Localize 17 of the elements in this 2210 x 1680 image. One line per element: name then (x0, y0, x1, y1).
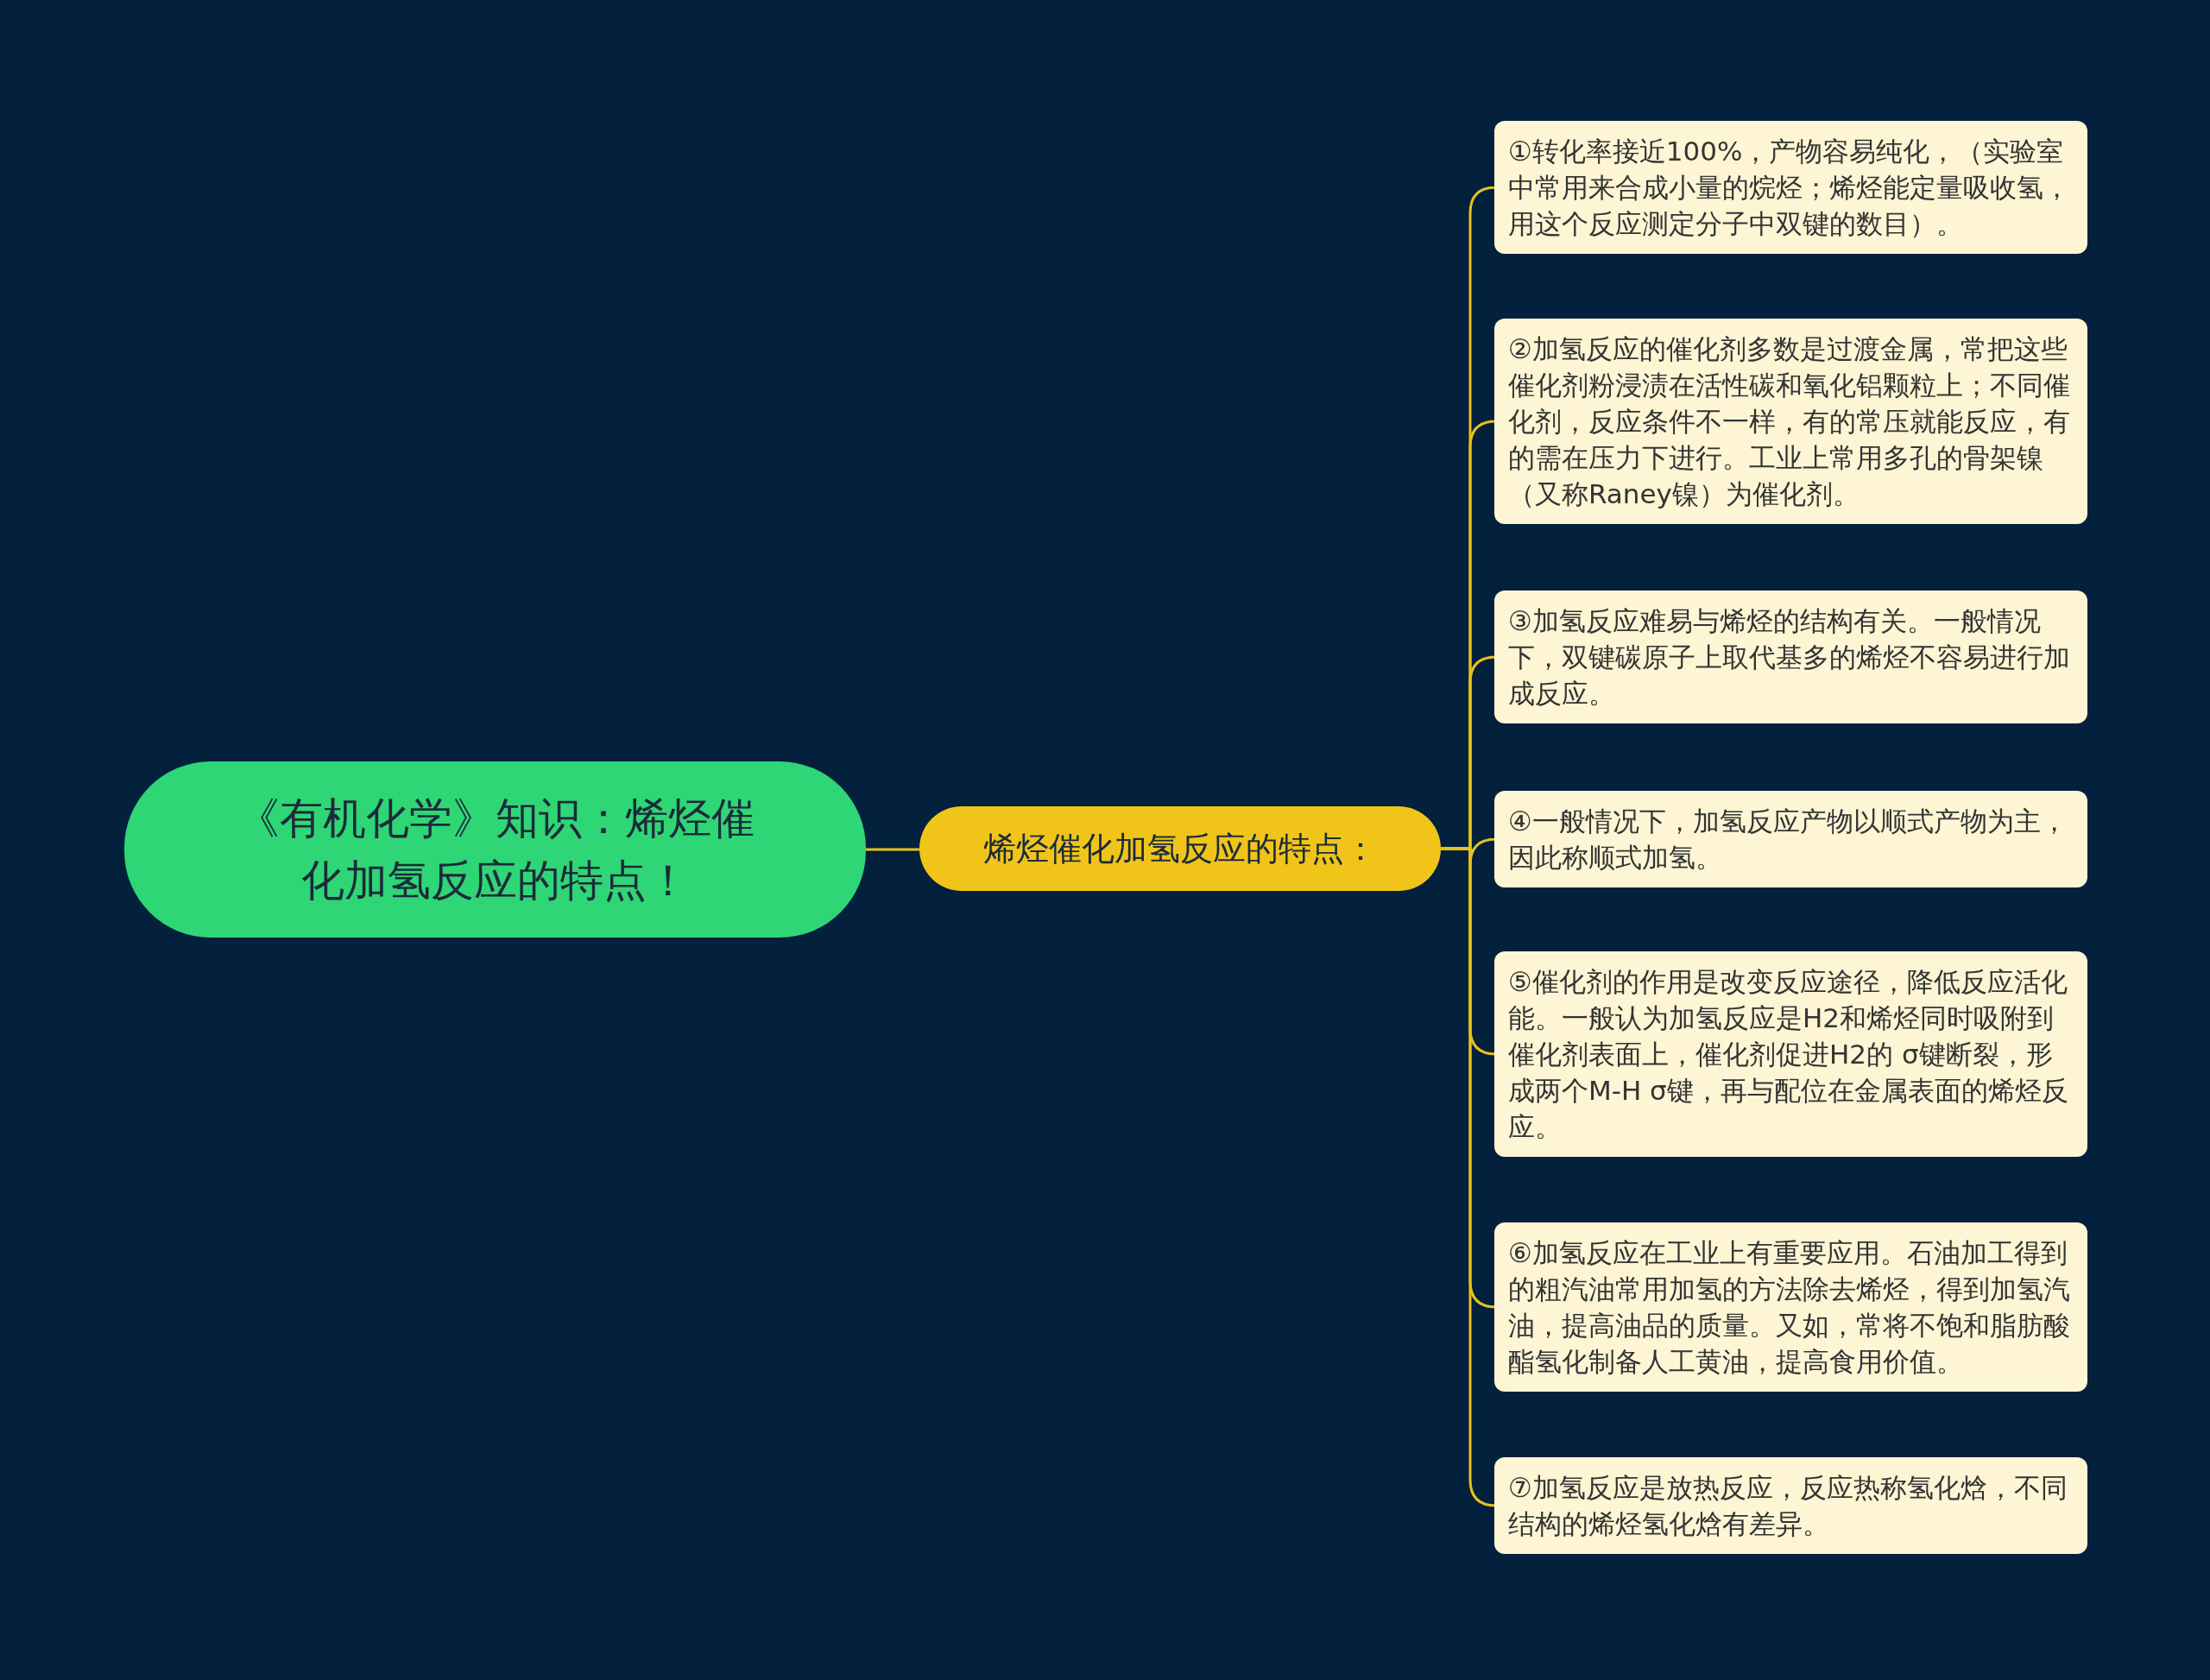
node-text: ⑦加氢反应是放热反应，反应热称氢化焓，不同结构的烯烃氢化焓有差异。 (1508, 1471, 2068, 1541)
node-text: ⑥加氢反应在工业上有重要应用。石油加工得到的粗汽油常用加氢的方法除去烯烃，得到加氢汽油，提高油品的质量。又如，常将不饱和脂肪酸酯氢化制备人工黄油，提高食用价值。 (1508, 1236, 2071, 1379)
node-text: ②加氢反应的催化剂多数是过渡金属，常把这些催化剂粉浸渍在活性碳和氧化铝颗粒上；不同催化剂，反应条件不一样，有的常压就能反应，有的需在压力下进行。工业上常用多孔的骨架镍（又称Raney镍）为催化剂。 (1508, 332, 2071, 511)
note-card (1494, 951, 2087, 1157)
note-card (1494, 1457, 2087, 1554)
note-card (1494, 121, 2087, 254)
node-text: ①转化率接近100%，产物容易纯化，（实验室中常用来合成小量的烷烃；烯烃能定量吸收氢，用这个反应测定分子中双键的数目）。 (1508, 135, 2071, 241)
note-card (1494, 319, 2087, 524)
note-card (1494, 791, 2087, 887)
node-text: ③加氢反应难易与烯烃的结构有关。一般情况下，双键碳原子上取代基多的烯烃不容易进行加成反应。 (1508, 604, 2071, 711)
node-text: 《有机化学》知识：烯烃催化加氢反应的特点！ (235, 793, 755, 907)
note-card (1494, 1222, 2087, 1392)
node-text: 烯烃催化加氢反应的特点： (983, 829, 1377, 869)
note-card (1494, 591, 2087, 723)
node-text: ⑤催化剂的作用是改变反应途径，降低反应活化能。一般认为加氢反应是H2和烯烃同时吸附到催化剂表面上，催化剂促进H2的 σ键断裂，形成两个M-H σ键，再与配位在金属表面的烯烃反应。 (1508, 965, 2069, 1144)
connector-line (866, 848, 919, 851)
node-text: ④一般情况下，加氢反应产物以顺式产物为主，因此称顺式加氢。 (1508, 805, 2068, 875)
